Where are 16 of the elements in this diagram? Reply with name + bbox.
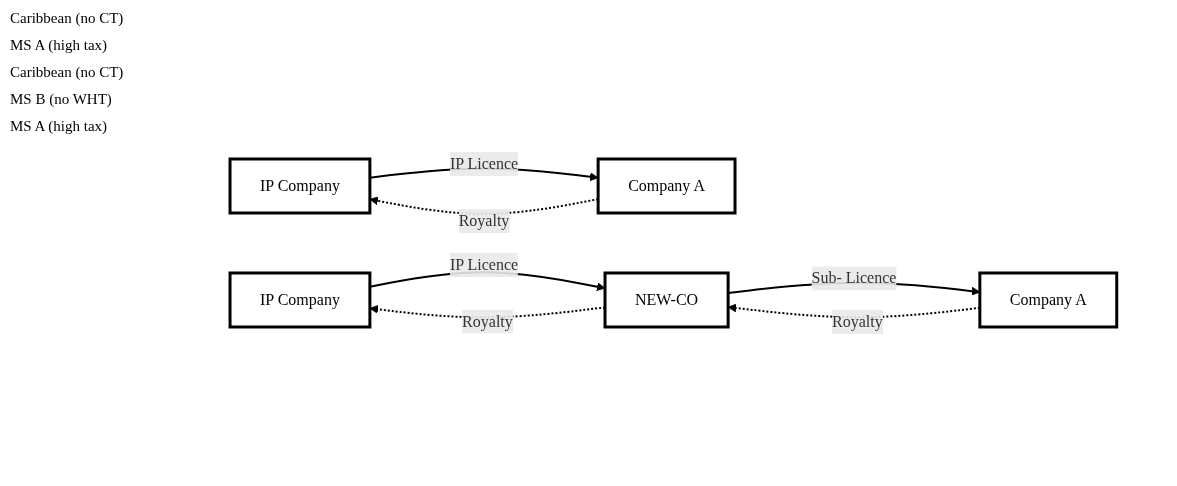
node-box: Company A	[978, 271, 1119, 329]
node-box: Company A	[596, 157, 737, 215]
node-box: IP Company	[228, 271, 372, 329]
edge-label: Royalty	[458, 211, 510, 229]
edge-label: IP Licence	[449, 255, 519, 273]
region-label: Caribbean (no CT)	[10, 10, 125, 27]
region-label: MS A (high tax)	[10, 37, 109, 54]
edge-label: IP Licence	[449, 155, 519, 172]
edge-label: Royalty	[462, 312, 513, 330]
edge-label: Sub- Licence	[811, 269, 897, 287]
node-box: IP Company	[228, 157, 372, 215]
region-label: MS A (high tax)	[10, 118, 109, 135]
region-label: MS B (no WHT)	[10, 91, 113, 108]
node-box: NEW-CO	[603, 271, 730, 329]
region-label: Caribbean (no CT)	[10, 64, 125, 81]
edge-label: Royalty	[832, 312, 883, 330]
